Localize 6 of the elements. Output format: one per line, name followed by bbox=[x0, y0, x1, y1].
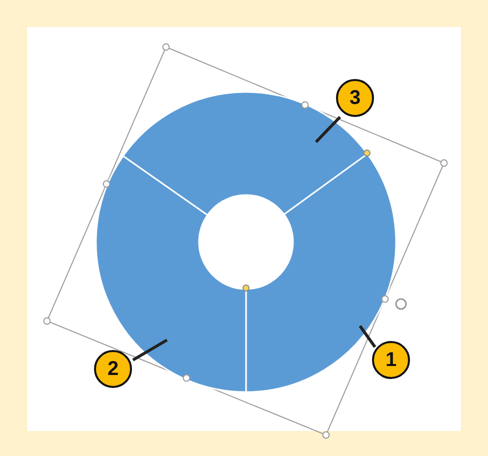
donut-segment bbox=[122, 91, 368, 216]
donut-segment bbox=[95, 155, 247, 393]
leader-line bbox=[358, 325, 376, 348]
leader-line bbox=[132, 338, 168, 362]
leader-line bbox=[314, 116, 342, 144]
donut-segment bbox=[245, 153, 397, 393]
